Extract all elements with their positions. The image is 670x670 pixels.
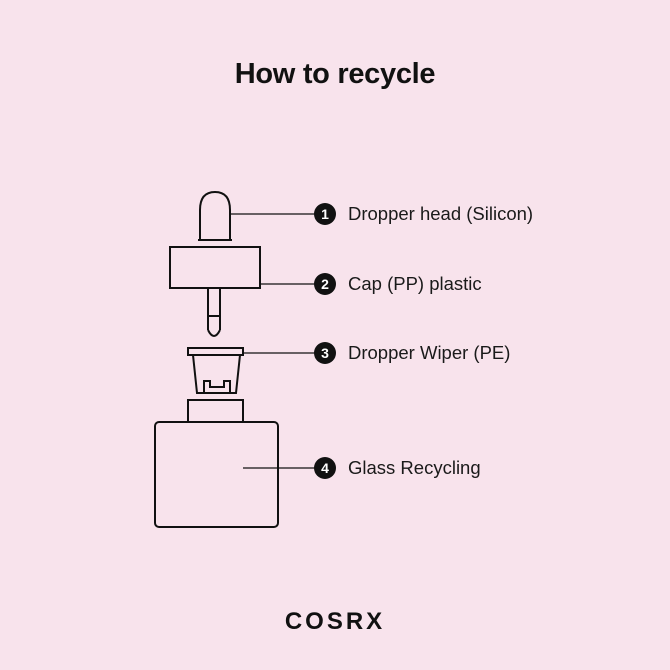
wiper-notch <box>203 380 231 393</box>
part-3-label: Dropper Wiper (PE) <box>348 342 511 363</box>
bottle-body <box>154 421 279 528</box>
wiper-body <box>192 354 241 394</box>
bottle-neck <box>187 399 244 423</box>
wiper-rim <box>187 347 244 356</box>
part-2-badge: 2 <box>314 273 336 295</box>
part-3-badge: 3 <box>314 342 336 364</box>
cap-shape <box>169 246 261 289</box>
brand-logo: COSRX <box>284 608 386 635</box>
pipette-tip <box>207 329 221 337</box>
part-1-label: Dropper head (Silicon) <box>348 203 534 224</box>
part-1-badge: 1 <box>314 203 336 225</box>
part-2-label: Cap (PP) plastic <box>348 273 482 294</box>
part-4-label: Glass Recycling <box>348 457 481 478</box>
page-title: How to recycle <box>234 58 436 90</box>
part-4-badge: 4 <box>314 457 336 479</box>
dropper-head-shape <box>199 190 231 241</box>
